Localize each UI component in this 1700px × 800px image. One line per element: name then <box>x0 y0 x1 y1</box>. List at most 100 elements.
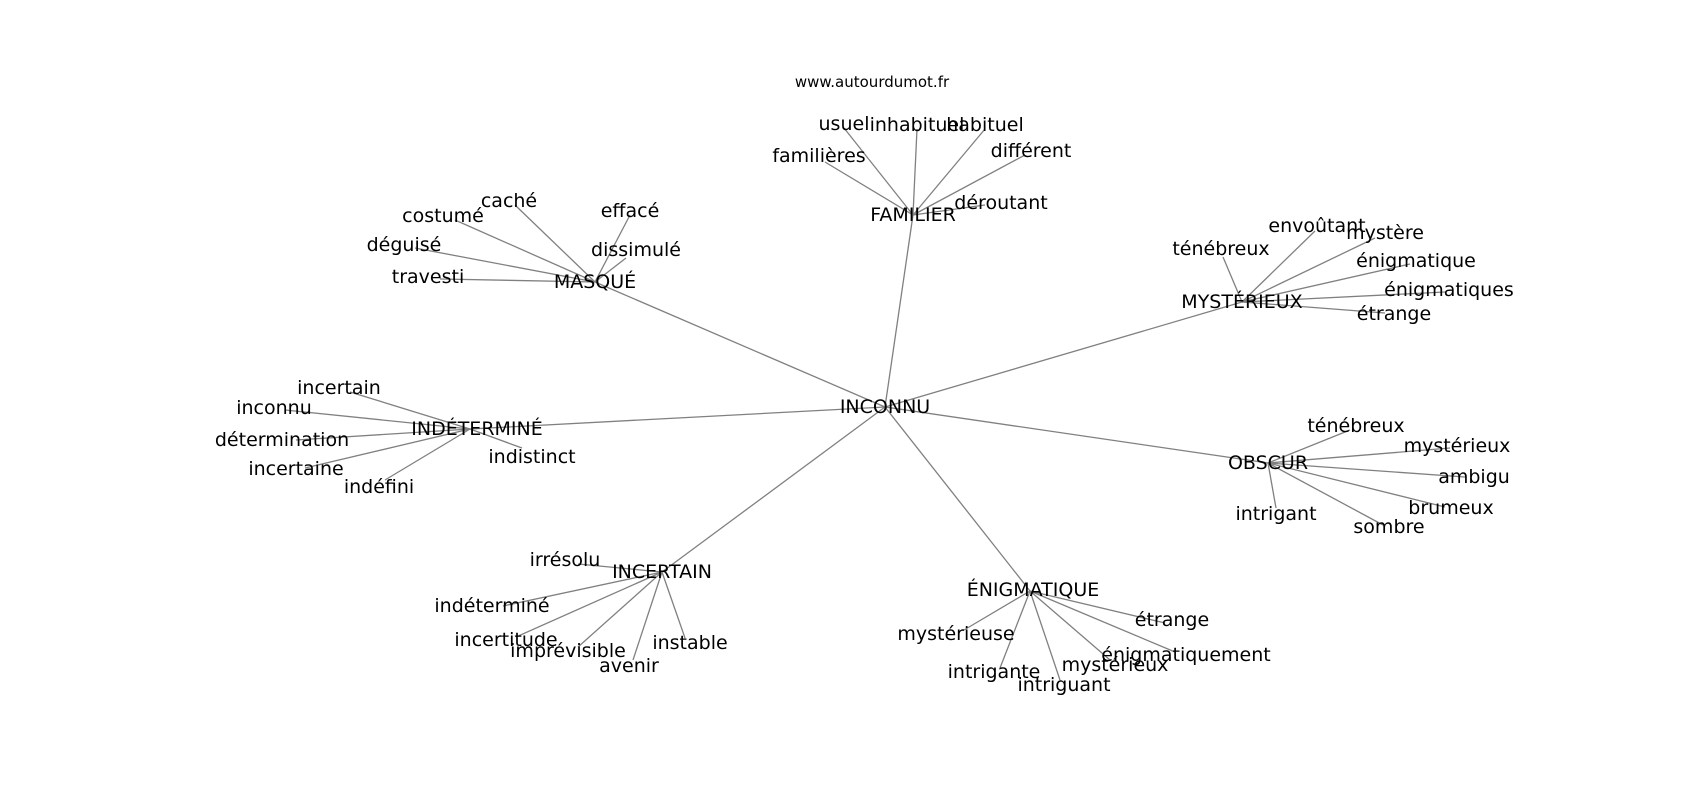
edge-center-masque <box>594 281 886 408</box>
edge-obscur-leaf-2 <box>1267 462 1466 478</box>
leaf-word-incertain-1[interactable]: indéterminé <box>434 595 549 617</box>
group-node-incertain[interactable]: INCERTAIN <box>612 561 712 583</box>
group-node-masque[interactable]: MASQUÉ <box>554 270 636 293</box>
leaf-word-familier-1[interactable]: inhabituel <box>870 114 965 136</box>
edge-enigmatique-leaf-3 <box>1029 590 1111 661</box>
leaf-word-obscur-3[interactable]: brumeux <box>1408 497 1493 519</box>
edge-incertain-leaf-2 <box>515 571 663 638</box>
edge-enigmatique-leaf-2 <box>1029 590 1176 653</box>
edge-familier-leaf-4 <box>824 161 914 216</box>
group-node-mysterieux[interactable]: MYSTÉRIEUX <box>1181 290 1302 313</box>
leaf-word-enigmatique-5[interactable]: intriguant <box>1017 674 1110 696</box>
leaf-word-obscur-0[interactable]: ténébreux <box>1307 415 1404 437</box>
edge-indetermine-leaf-5 <box>384 428 471 481</box>
leaf-word-masque-1[interactable]: costumé <box>402 205 484 227</box>
leaf-word-incertain-3[interactable]: imprévisible <box>510 640 626 662</box>
edge-incertain-leaf-5 <box>632 571 663 661</box>
edge-masque-leaf-2 <box>594 214 631 283</box>
group-node-enigmatique[interactable]: ÉNIGMATIQUE <box>967 578 1100 601</box>
edge-incertain-leaf-1 <box>502 571 663 607</box>
edges-layer <box>284 127 1466 681</box>
edge-center-enigmatique <box>884 406 1031 592</box>
leaf-word-mysterieux-1[interactable]: mystère <box>1346 222 1424 244</box>
leaf-word-masque-5[interactable]: travesti <box>392 266 464 288</box>
edge-incertain-leaf-3 <box>577 571 663 648</box>
edge-mysterieux-leaf-0 <box>1241 230 1316 303</box>
leaf-word-masque-2[interactable]: effacé <box>601 200 660 222</box>
edge-obscur-leaf-1 <box>1267 447 1451 464</box>
group-node-obscur[interactable]: OBSCUR <box>1228 452 1308 474</box>
leaf-word-incertain-2[interactable]: incertitude <box>454 629 557 651</box>
edge-mysterieux-leaf-1 <box>1241 237 1376 303</box>
edge-incertain-leaf-0 <box>577 563 663 573</box>
leaf-word-obscur-1[interactable]: mystérieux <box>1404 435 1511 457</box>
edge-mysterieux-leaf-5 <box>1241 301 1386 314</box>
edge-indetermine-leaf-0 <box>349 391 471 430</box>
source-url: www.autourdumot.fr <box>795 73 950 91</box>
leaf-word-indetermine-2[interactable]: détermination <box>215 429 349 451</box>
center-node[interactable]: INCONNU <box>840 396 930 418</box>
edge-enigmatique-leaf-4 <box>999 590 1031 669</box>
edge-masque-leaf-1 <box>454 219 596 283</box>
leaf-word-indetermine-1[interactable]: inconnu <box>236 397 312 419</box>
leaf-word-familier-0[interactable]: usuel <box>819 113 870 135</box>
leaf-word-masque-0[interactable]: caché <box>481 190 537 212</box>
group-node-indetermine[interactable]: INDÉTERMINÉ <box>411 417 542 440</box>
leaf-word-enigmatique-2[interactable]: énigmatiquement <box>1101 644 1270 666</box>
leaf-word-obscur-2[interactable]: ambigu <box>1438 466 1510 488</box>
leaf-word-incertain-4[interactable]: instable <box>652 632 727 654</box>
leaf-word-enigmatique-4[interactable]: intrigante <box>948 661 1041 683</box>
edge-enigmatique-leaf-0 <box>1029 590 1166 624</box>
edge-masque-leaf-3 <box>414 247 596 283</box>
edge-obscur-leaf-0 <box>1267 429 1351 464</box>
leaf-word-familier-2[interactable]: habituel <box>946 114 1023 136</box>
leaf-word-mysterieux-2[interactable]: ténébreux <box>1172 238 1269 260</box>
edge-incertain-leaf-4 <box>661 571 686 639</box>
edge-masque-leaf-0 <box>514 204 596 283</box>
leaf-word-obscur-4[interactable]: intrigant <box>1235 503 1316 525</box>
leaf-word-mysterieux-3[interactable]: énigmatique <box>1356 250 1476 272</box>
edge-obscur-leaf-4 <box>1267 462 1277 509</box>
edge-familier-leaf-3 <box>912 154 1026 216</box>
leaf-word-mysterieux-4[interactable]: énigmatiques <box>1384 279 1514 301</box>
leaf-word-obscur-5[interactable]: sombre <box>1353 516 1424 538</box>
leaf-word-mysterieux-0[interactable]: envoûtant <box>1268 215 1365 237</box>
edge-obscur-leaf-5 <box>1267 462 1384 526</box>
leaf-word-familier-3[interactable]: différent <box>991 140 1072 162</box>
edge-obscur-leaf-3 <box>1267 462 1446 508</box>
edge-familier-leaf-0 <box>843 127 914 216</box>
edge-indetermine-leaf-2 <box>295 428 471 441</box>
edge-familier-leaf-1 <box>912 128 918 216</box>
leaf-word-indetermine-3[interactable]: indistinct <box>488 446 575 468</box>
edge-mysterieux-leaf-3 <box>1241 263 1411 303</box>
leaf-word-masque-4[interactable]: dissimulé <box>591 239 681 261</box>
leaf-word-familier-4[interactable]: familières <box>772 145 865 167</box>
leaf-word-incertain-0[interactable]: irrésolu <box>530 549 601 571</box>
edge-mysterieux-leaf-4 <box>1241 291 1446 303</box>
edge-center-incertain <box>661 406 886 573</box>
leaf-word-incertain-5[interactable]: avenir <box>599 655 659 677</box>
edge-familier-leaf-5 <box>912 204 986 216</box>
edge-indetermine-leaf-4 <box>304 428 471 469</box>
edge-masque-leaf-5 <box>439 278 596 283</box>
leaf-word-indetermine-0[interactable]: incertain <box>297 377 381 399</box>
edge-masque-leaf-4 <box>594 257 627 283</box>
leaf-word-enigmatique-0[interactable]: étrange <box>1135 609 1209 631</box>
leaf-word-indetermine-5[interactable]: indéfini <box>344 476 414 498</box>
edge-indetermine-leaf-3 <box>469 428 523 449</box>
leaf-word-familier-5[interactable]: déroutant <box>954 192 1047 214</box>
leaf-word-enigmatique-1[interactable]: mystérieuse <box>897 623 1014 645</box>
edge-enigmatique-leaf-1 <box>963 590 1031 631</box>
edge-center-indetermine <box>469 406 886 430</box>
edge-center-mysterieux <box>884 301 1243 408</box>
edge-familier-leaf-2 <box>912 128 986 216</box>
group-node-familier[interactable]: FAMILIER <box>870 204 956 226</box>
edge-mysterieux-leaf-2 <box>1222 256 1243 303</box>
leaf-word-enigmatique-3[interactable]: mystérieux <box>1062 654 1169 676</box>
leaf-word-masque-3[interactable]: déguisé <box>367 234 442 256</box>
leaf-word-mysterieux-5[interactable]: étrange <box>1357 303 1431 325</box>
edge-center-familier <box>884 214 914 408</box>
leaf-word-indetermine-4[interactable]: incertaine <box>248 458 343 480</box>
